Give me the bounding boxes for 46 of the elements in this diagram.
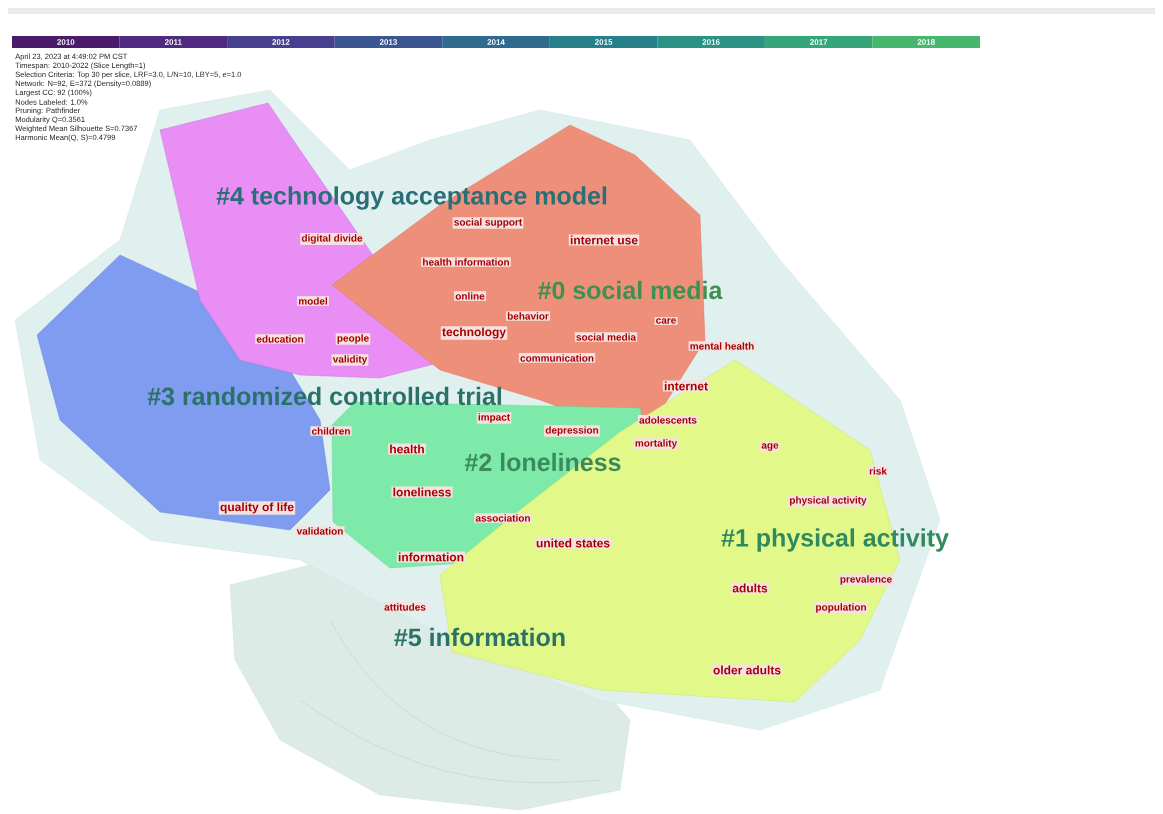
keyword-label: loneliness [391, 486, 453, 498]
keyword-label: validity [331, 354, 369, 366]
keyword-label: mental health [688, 341, 756, 351]
keyword-label: health [388, 443, 426, 455]
keyword-label: depression [544, 425, 600, 437]
year-label: 2012 [272, 39, 290, 45]
keyword-label: internet [662, 380, 710, 392]
keyword-label: older adults [711, 664, 783, 676]
year-label: 2013 [379, 39, 397, 45]
keyword-label: mortality [633, 438, 679, 450]
year-label: 2014 [487, 39, 505, 45]
keyword-label: attitudes [382, 602, 428, 612]
year-label: 2018 [917, 39, 935, 45]
keyword-label: digital divide [300, 233, 364, 245]
keyword-label: age [760, 442, 780, 452]
keyword-label: social media [574, 332, 638, 342]
year-label: 2010 [57, 39, 75, 45]
keyword-label: communication [518, 353, 596, 363]
keyword-label: information [396, 551, 466, 563]
year-label: 2017 [810, 39, 828, 45]
keyword-label: online [454, 291, 486, 301]
keyword-label: prevalence [838, 574, 894, 586]
cluster-label: #5 information [394, 627, 565, 647]
keyword-label: validation [295, 526, 345, 536]
keyword-label: care [654, 317, 678, 325]
keyword-label: technology [440, 326, 508, 340]
keyword-label: adolescents [637, 415, 699, 425]
keyword-label: behavior [505, 311, 551, 321]
keyword-label: social support [452, 217, 524, 229]
year-label: 2016 [702, 39, 720, 45]
keyword-label: united states [534, 537, 612, 549]
year-label: 2015 [595, 39, 613, 45]
keyword-label: impact [476, 412, 512, 424]
keyword-label: health information [421, 257, 511, 267]
keyword-label: association [474, 513, 532, 523]
keyword-label: education [255, 334, 305, 344]
year-label: 2011 [164, 39, 182, 45]
keyword-label: adults [731, 582, 769, 594]
keyword-label: population [814, 602, 868, 614]
keyword-label: model [297, 296, 329, 306]
keyword-label: internet use [568, 234, 640, 246]
keyword-label: children [310, 426, 352, 436]
keyword-label: quality of life [218, 501, 296, 515]
keyword-label: physical activity [788, 495, 868, 507]
keyword-label: risk [867, 466, 889, 476]
keyword-label: people [335, 333, 371, 345]
